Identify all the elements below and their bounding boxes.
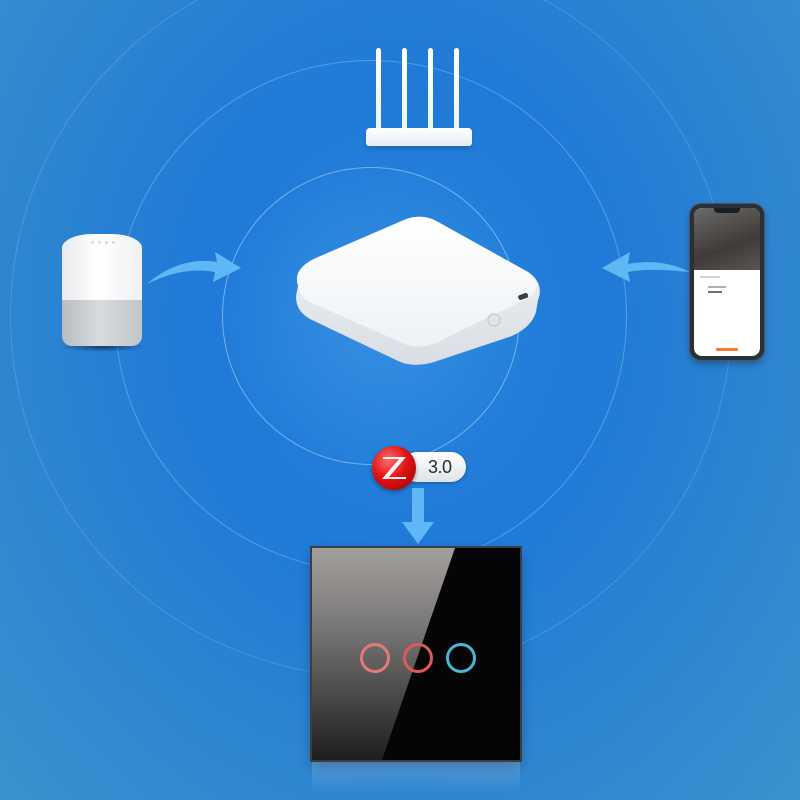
zigbee-version: 3.0 [428, 457, 452, 477]
zigbee-logo-icon [372, 446, 416, 490]
phone-notch [714, 208, 740, 213]
router-antenna-icon [402, 48, 407, 130]
wifi-router [366, 48, 472, 146]
switch-button-1[interactable] [360, 643, 390, 673]
app-line [700, 276, 720, 278]
speaker-fabric-base [62, 300, 142, 346]
router-antenna-icon [376, 48, 381, 130]
app-device-row [708, 286, 726, 288]
speaker-shadow [58, 342, 146, 352]
switch-button-3[interactable] [446, 643, 476, 673]
phone-screen [694, 208, 760, 356]
smart-speaker [58, 234, 146, 352]
zigbee-gateway-hub [292, 216, 542, 366]
smartphone [690, 204, 764, 360]
speaker-top [62, 234, 142, 300]
switch-floor-reflection [312, 762, 520, 792]
app-device-row [708, 291, 722, 293]
speaker-lights-icon [91, 241, 115, 245]
arrow-left-icon [602, 252, 690, 282]
touch-wall-switch [312, 548, 520, 760]
router-body [366, 128, 472, 146]
zigbee-badge: 3.0 [372, 446, 468, 490]
hub-body [296, 216, 540, 365]
router-antenna-icon [454, 48, 459, 130]
switch-button-2[interactable] [403, 643, 433, 673]
router-antenna-icon [428, 48, 433, 130]
app-room-photo [694, 208, 760, 270]
arrow-right-icon [147, 252, 241, 284]
app-bottom-bar [716, 348, 738, 351]
arrow-down-icon [402, 488, 434, 544]
